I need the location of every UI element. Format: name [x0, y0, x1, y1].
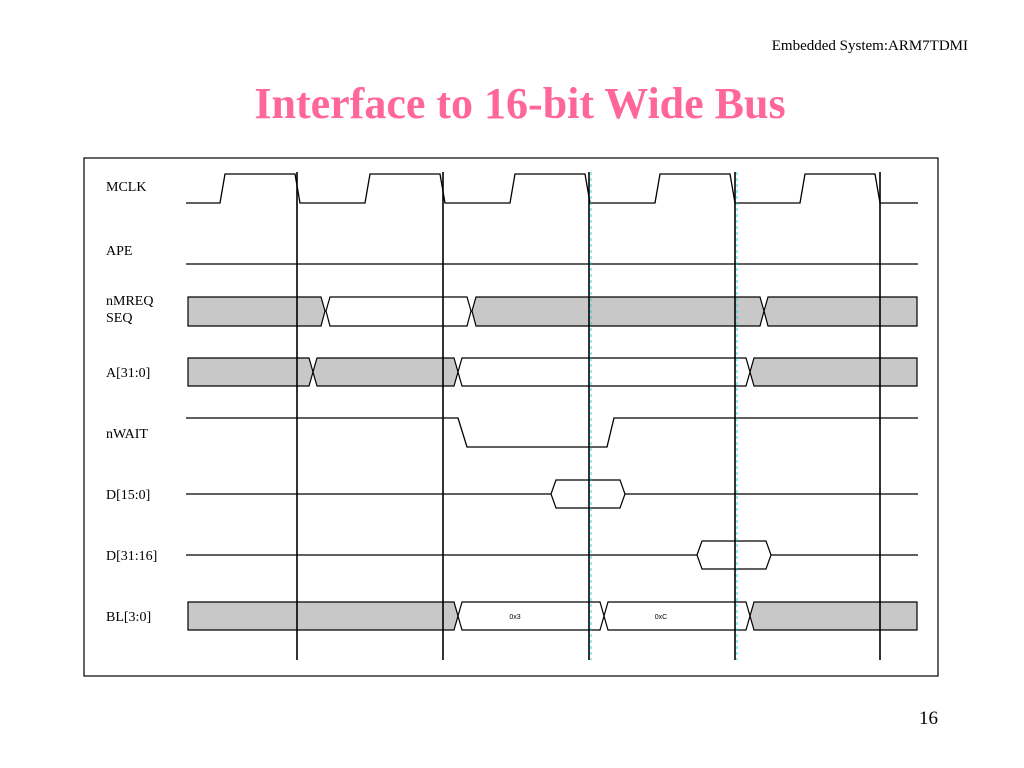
bl-value-second: 0xC	[655, 614, 667, 621]
page-number: 16	[919, 708, 938, 729]
label-data-high: D[31:16]	[106, 549, 157, 564]
waveform-byte-lanes	[187, 601, 918, 631]
header-subtitle: Embedded System:ARM7TDMI	[771, 38, 968, 54]
label-nmreq: nMREQ	[106, 294, 153, 309]
diagram-frame	[83, 157, 939, 677]
label-data-low: D[15:0]	[106, 488, 150, 503]
label-ape: APE	[106, 244, 132, 259]
label-address: A[31:0]	[106, 366, 150, 381]
cycle-markers	[296, 172, 881, 660]
label-mclk: MCLK	[106, 180, 146, 195]
slide-title: Interface to 16-bit Wide Bus	[254, 79, 786, 128]
waveform-data-low	[186, 479, 918, 509]
label-byte-lanes: BL[3:0]	[106, 610, 151, 625]
waveform-nmreq-seq	[187, 296, 918, 327]
bl-value-first: 0x3	[509, 614, 520, 621]
waveform-address	[187, 357, 918, 387]
label-seq: SEQ	[106, 311, 132, 326]
label-nwait: nWAIT	[106, 427, 148, 442]
waveform-nwait	[186, 417, 918, 448]
waveform-data-high	[186, 540, 918, 570]
